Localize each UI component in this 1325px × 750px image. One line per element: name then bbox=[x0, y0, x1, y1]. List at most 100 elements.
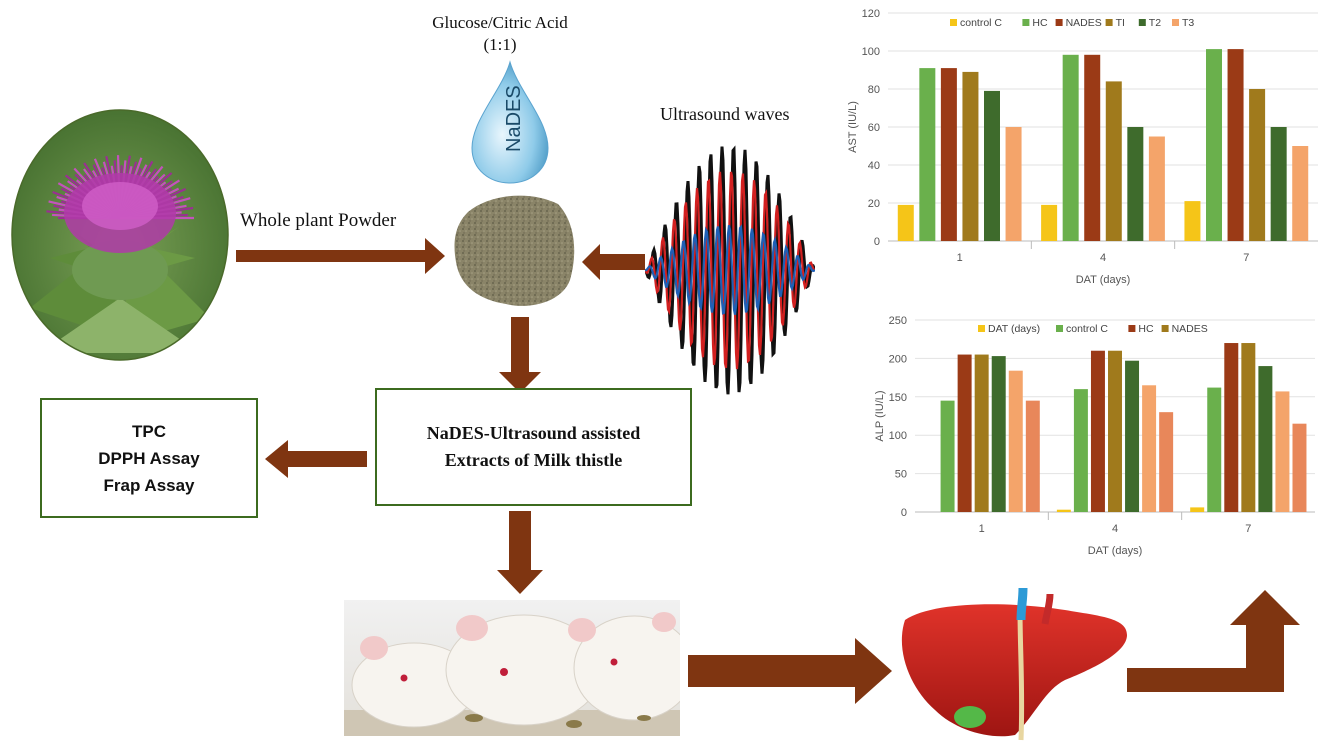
bar bbox=[974, 354, 989, 512]
bar bbox=[1258, 366, 1273, 512]
legend-label: TI bbox=[1116, 17, 1125, 29]
bar bbox=[940, 68, 957, 241]
bar bbox=[1142, 385, 1157, 512]
y-tick-label: 120 bbox=[862, 8, 880, 20]
bar bbox=[1090, 350, 1105, 512]
legend-label: T2 bbox=[1149, 17, 1161, 29]
y-tick-label: 100 bbox=[862, 46, 880, 58]
bar bbox=[984, 90, 1000, 242]
liver-image bbox=[895, 580, 1130, 745]
bar bbox=[1207, 387, 1222, 512]
arrow-down bbox=[499, 317, 541, 393]
legend-label: HC bbox=[1138, 323, 1154, 335]
bar bbox=[1005, 127, 1022, 241]
legend-swatch bbox=[1056, 325, 1063, 332]
y-tick-label: 60 bbox=[868, 122, 880, 134]
bar bbox=[1105, 81, 1122, 242]
mice-image bbox=[344, 600, 680, 736]
arrow-right bbox=[236, 238, 445, 274]
bar bbox=[1292, 423, 1307, 512]
bar bbox=[1056, 509, 1071, 512]
bar bbox=[1025, 400, 1040, 512]
bar bbox=[1275, 391, 1290, 512]
legend-swatch bbox=[1161, 325, 1169, 332]
bar bbox=[1292, 146, 1309, 241]
y-tick-label: 200 bbox=[889, 353, 907, 365]
y-tick-label: 150 bbox=[889, 392, 907, 404]
solvent-title: Glucose/Citric Acid (1:1) bbox=[400, 12, 600, 56]
bar bbox=[1148, 136, 1165, 241]
legend-swatch bbox=[1128, 325, 1136, 332]
arrow-elbow bbox=[1127, 590, 1300, 692]
bar bbox=[897, 204, 914, 241]
legend-label: HC bbox=[1032, 17, 1048, 29]
ultrasound-label: Ultrasound waves bbox=[660, 104, 790, 124]
x-tick-label: 4 bbox=[1112, 523, 1118, 535]
bar bbox=[1241, 343, 1256, 512]
bar bbox=[1041, 204, 1058, 241]
assay-tpc: TPC bbox=[132, 421, 166, 441]
bar bbox=[991, 356, 1006, 512]
legend-label: T3 bbox=[1182, 17, 1194, 29]
bar bbox=[1190, 507, 1205, 512]
y-tick-label: 0 bbox=[901, 507, 907, 519]
y-axis-label: ALP (IU/L) bbox=[874, 390, 886, 441]
legend-swatch bbox=[1055, 19, 1063, 26]
legend-label: DAT (days) bbox=[988, 323, 1040, 335]
nades-drop-icon: NaDES bbox=[470, 60, 550, 185]
arrow-down bbox=[497, 511, 543, 594]
drop-label: NaDES bbox=[503, 85, 525, 152]
legend-label: NADES bbox=[1066, 17, 1102, 29]
bar bbox=[1062, 54, 1079, 241]
bar bbox=[1159, 412, 1174, 512]
legend-swatch bbox=[978, 325, 985, 332]
extract-box: NaDES-Ultrasound assisted Extracts of Mi… bbox=[375, 388, 692, 506]
bar bbox=[1108, 350, 1122, 512]
extract-line-2: Extracts of Milk thistle bbox=[444, 450, 623, 470]
bar bbox=[1249, 89, 1266, 241]
bar bbox=[1073, 389, 1088, 512]
y-tick-label: 250 bbox=[889, 315, 907, 327]
x-axis-label: DAT (days) bbox=[1076, 274, 1131, 286]
bar bbox=[1127, 127, 1144, 241]
solvent-ratio-text: (1:1) bbox=[483, 35, 517, 54]
legend-label: NADES bbox=[1172, 323, 1208, 335]
legend-swatch bbox=[1172, 19, 1179, 26]
bar bbox=[1008, 370, 1023, 512]
y-axis-label: AST (IU/L) bbox=[847, 101, 859, 153]
bar bbox=[1206, 49, 1222, 241]
assay-dpph: DPPH Assay bbox=[98, 448, 200, 468]
x-tick-label: 7 bbox=[1243, 252, 1249, 264]
y-tick-label: 100 bbox=[889, 430, 907, 442]
legend-swatch bbox=[1105, 19, 1113, 26]
y-tick-label: 80 bbox=[868, 84, 880, 96]
milk-thistle-image bbox=[10, 108, 230, 363]
bar bbox=[940, 400, 955, 512]
y-tick-label: 50 bbox=[895, 469, 907, 481]
x-axis-label: DAT (days) bbox=[1088, 545, 1143, 557]
x-tick-label: 7 bbox=[1245, 523, 1251, 535]
legend-label: control C bbox=[960, 17, 1002, 29]
y-tick-label: 20 bbox=[868, 198, 880, 210]
legend-swatch bbox=[1138, 19, 1146, 26]
assay-box: TPC DPPH Assay Frap Assay bbox=[40, 398, 258, 518]
legend-label: control C bbox=[1066, 323, 1108, 335]
arrow-right bbox=[688, 638, 892, 704]
plant-powder-image bbox=[450, 192, 580, 312]
arrow-left bbox=[582, 244, 645, 280]
legend-swatch bbox=[1022, 19, 1030, 26]
bar bbox=[1227, 49, 1244, 241]
y-tick-label: 40 bbox=[868, 160, 880, 172]
x-tick-label: 4 bbox=[1100, 252, 1106, 264]
bar bbox=[1184, 201, 1201, 241]
x-tick-label: 1 bbox=[957, 252, 963, 264]
x-tick-label: 1 bbox=[979, 523, 985, 535]
y-tick-label: 0 bbox=[874, 236, 880, 248]
powder-label: Whole plant Powder bbox=[240, 210, 397, 231]
bar bbox=[1270, 127, 1287, 241]
extract-line-1: NaDES-Ultrasound assisted bbox=[426, 423, 641, 443]
arrow-left bbox=[265, 440, 367, 478]
